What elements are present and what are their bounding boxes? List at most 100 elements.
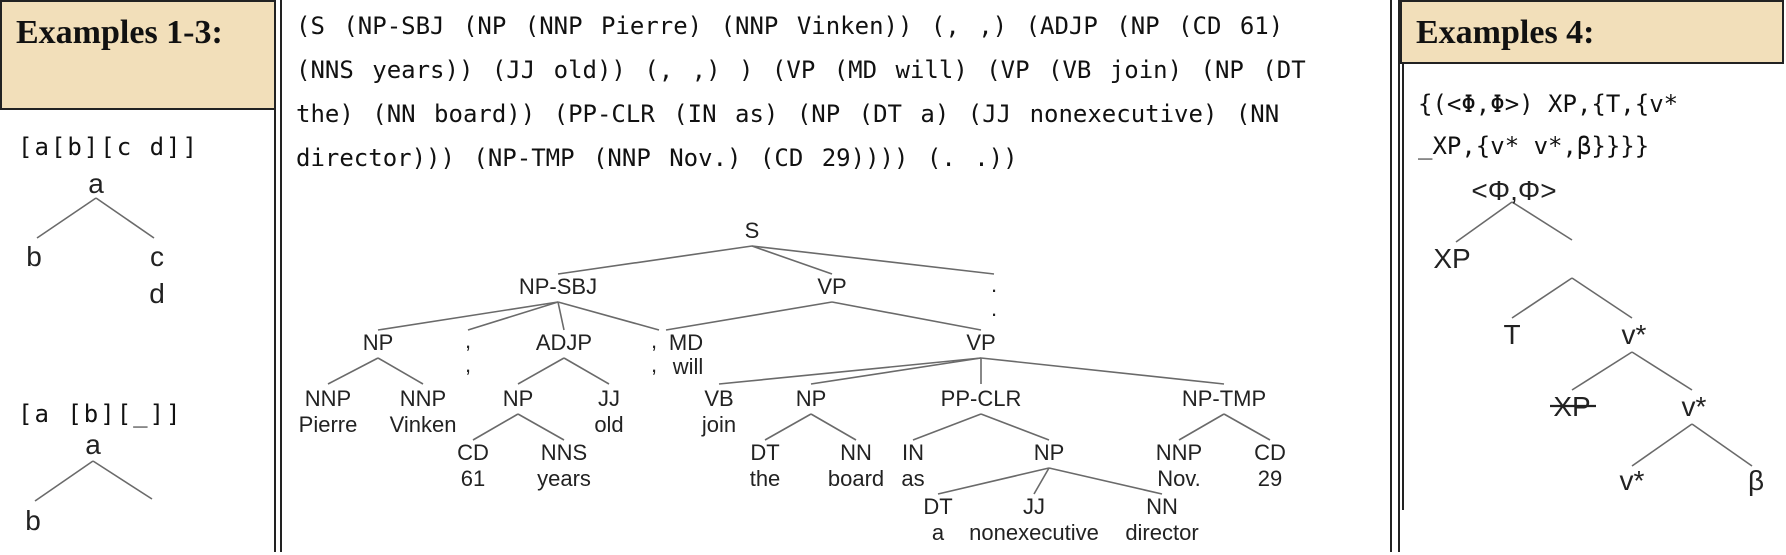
leaf-nonexecutive: nonexecutive bbox=[969, 520, 1099, 545]
edge bbox=[563, 357, 610, 385]
node-NP: NP bbox=[1034, 440, 1065, 465]
node-NN: NN bbox=[1146, 494, 1178, 519]
tree2-edge-left bbox=[34, 460, 94, 502]
edge bbox=[1223, 413, 1271, 441]
leaf-the: the bbox=[750, 466, 781, 491]
constituency-tree: S NP-SBJ VP . . NP , , ADJP , , MD will … bbox=[299, 218, 1286, 545]
tree2-edge-right bbox=[92, 460, 153, 500]
divider-left-2 bbox=[280, 0, 282, 552]
leaf-61: 61 bbox=[461, 466, 485, 491]
tree1-root: a bbox=[88, 168, 104, 199]
edge bbox=[980, 357, 1225, 385]
tree1-left: b bbox=[26, 241, 42, 272]
node-NNS: NNS bbox=[541, 440, 587, 465]
node-VP-inner: VP bbox=[966, 330, 995, 355]
tree1-right-top: c bbox=[150, 241, 164, 272]
edge bbox=[1571, 351, 1633, 391]
edge bbox=[831, 301, 982, 331]
leaf-comma: , bbox=[651, 352, 657, 377]
example-4-code-line2: _XP,{v* v*,β}}}} bbox=[1418, 132, 1650, 160]
tree4-T: T bbox=[1503, 319, 1520, 350]
edge bbox=[810, 413, 857, 441]
node-ADJP: ADJP bbox=[536, 330, 592, 355]
edge bbox=[937, 467, 1050, 495]
example-1-tree: a b c d bbox=[26, 168, 165, 309]
example-4-tree: <Φ,Φ> XP T v* XP v* v* β bbox=[1433, 175, 1764, 496]
tree4-root: <Φ,Φ> bbox=[1471, 175, 1556, 206]
node-NP-SBJ: NP-SBJ bbox=[519, 274, 597, 299]
right-panel-heading: Examples 4: bbox=[1400, 0, 1784, 64]
middle-panel: (S (NP-SBJ (NP (NNP Pierre) (NNP Vinken)… bbox=[282, 0, 1392, 552]
node-PP-CLR: PP-CLR bbox=[941, 386, 1022, 411]
tree4-XP: XP bbox=[1433, 243, 1470, 274]
example-2-tree: a b bbox=[25, 429, 153, 536]
node-NNP: NNP bbox=[400, 386, 446, 411]
edge bbox=[1455, 201, 1513, 243]
node-MD: MD bbox=[669, 330, 703, 355]
node-NNP: NNP bbox=[305, 386, 351, 411]
node-NP-TMP: NP-TMP bbox=[1182, 386, 1266, 411]
node-VB: VB bbox=[704, 386, 733, 411]
edge bbox=[557, 301, 660, 331]
node-CD: CD bbox=[1254, 440, 1286, 465]
node-period: . bbox=[991, 272, 997, 297]
divider-right-1 bbox=[1390, 0, 1392, 552]
divider-right-panel-end bbox=[1402, 64, 1404, 510]
node-JJ: JJ bbox=[598, 386, 620, 411]
leaf-Vinken: Vinken bbox=[390, 412, 457, 437]
node-DT: DT bbox=[923, 494, 952, 519]
edge bbox=[810, 357, 982, 385]
tree2-root: a bbox=[85, 429, 101, 460]
node-NNP: NNP bbox=[1156, 440, 1202, 465]
edge bbox=[665, 301, 833, 331]
leaf-director: director bbox=[1125, 520, 1198, 545]
right-panel: Examples 4: {(<Φ,Φ>) XP,{T,{v* _XP,{v* v… bbox=[1400, 0, 1786, 552]
leaf-Pierre: Pierre bbox=[299, 412, 358, 437]
tree4-v3: v* bbox=[1620, 465, 1645, 496]
node-JJ: JJ bbox=[1023, 494, 1045, 519]
edge bbox=[1033, 467, 1050, 495]
leaf-29: 29 bbox=[1258, 466, 1282, 491]
left-heading-text: Examples 1-3: bbox=[16, 14, 223, 51]
node-NP: NP bbox=[503, 386, 534, 411]
leaf-board: board bbox=[828, 466, 884, 491]
edge bbox=[377, 301, 559, 331]
divider-left-1 bbox=[274, 0, 276, 552]
leaf-old: old bbox=[594, 412, 623, 437]
leaf-join: join bbox=[701, 412, 736, 437]
edge bbox=[1048, 467, 1163, 495]
leaf-years: years bbox=[537, 466, 591, 491]
leaf-comma: , bbox=[465, 352, 471, 377]
edge bbox=[467, 301, 559, 331]
edge bbox=[327, 357, 379, 385]
node-DT: DT bbox=[750, 440, 779, 465]
leaf-a: a bbox=[932, 520, 945, 545]
edge bbox=[751, 245, 995, 275]
edge bbox=[557, 301, 565, 331]
edge bbox=[1511, 201, 1573, 241]
tree1-edge-right bbox=[95, 197, 155, 239]
edge bbox=[764, 413, 812, 441]
edge bbox=[718, 357, 982, 385]
node-IN: IN bbox=[902, 440, 924, 465]
left-panel: Examples 1-3: [a[b][c d]] a b c d [a [b]… bbox=[0, 0, 278, 552]
edge bbox=[751, 245, 833, 275]
tree4-v1: v* bbox=[1622, 319, 1647, 350]
edge bbox=[377, 357, 424, 385]
node-NP: NP bbox=[363, 330, 394, 355]
edge bbox=[1631, 423, 1693, 467]
tree1-right-bottom: d bbox=[149, 278, 165, 309]
leaf-as: as bbox=[901, 466, 924, 491]
tree-labels: S NP-SBJ VP . . NP , , ADJP , , MD will … bbox=[299, 218, 1286, 545]
leaf-period: . bbox=[991, 296, 997, 321]
edge bbox=[557, 245, 753, 275]
bracket-notation: (S (NP-SBJ (NP (NNP Pierre) (NNP Vinken)… bbox=[296, 12, 1306, 172]
node-comma: , bbox=[465, 328, 471, 353]
node-NN: NN bbox=[840, 440, 872, 465]
edge bbox=[1511, 277, 1573, 319]
edge bbox=[1631, 351, 1693, 391]
tree2-left: b bbox=[25, 505, 41, 536]
tree4-v2: v* bbox=[1682, 391, 1707, 422]
tree-edges bbox=[327, 245, 1271, 495]
node-NP: NP bbox=[796, 386, 827, 411]
